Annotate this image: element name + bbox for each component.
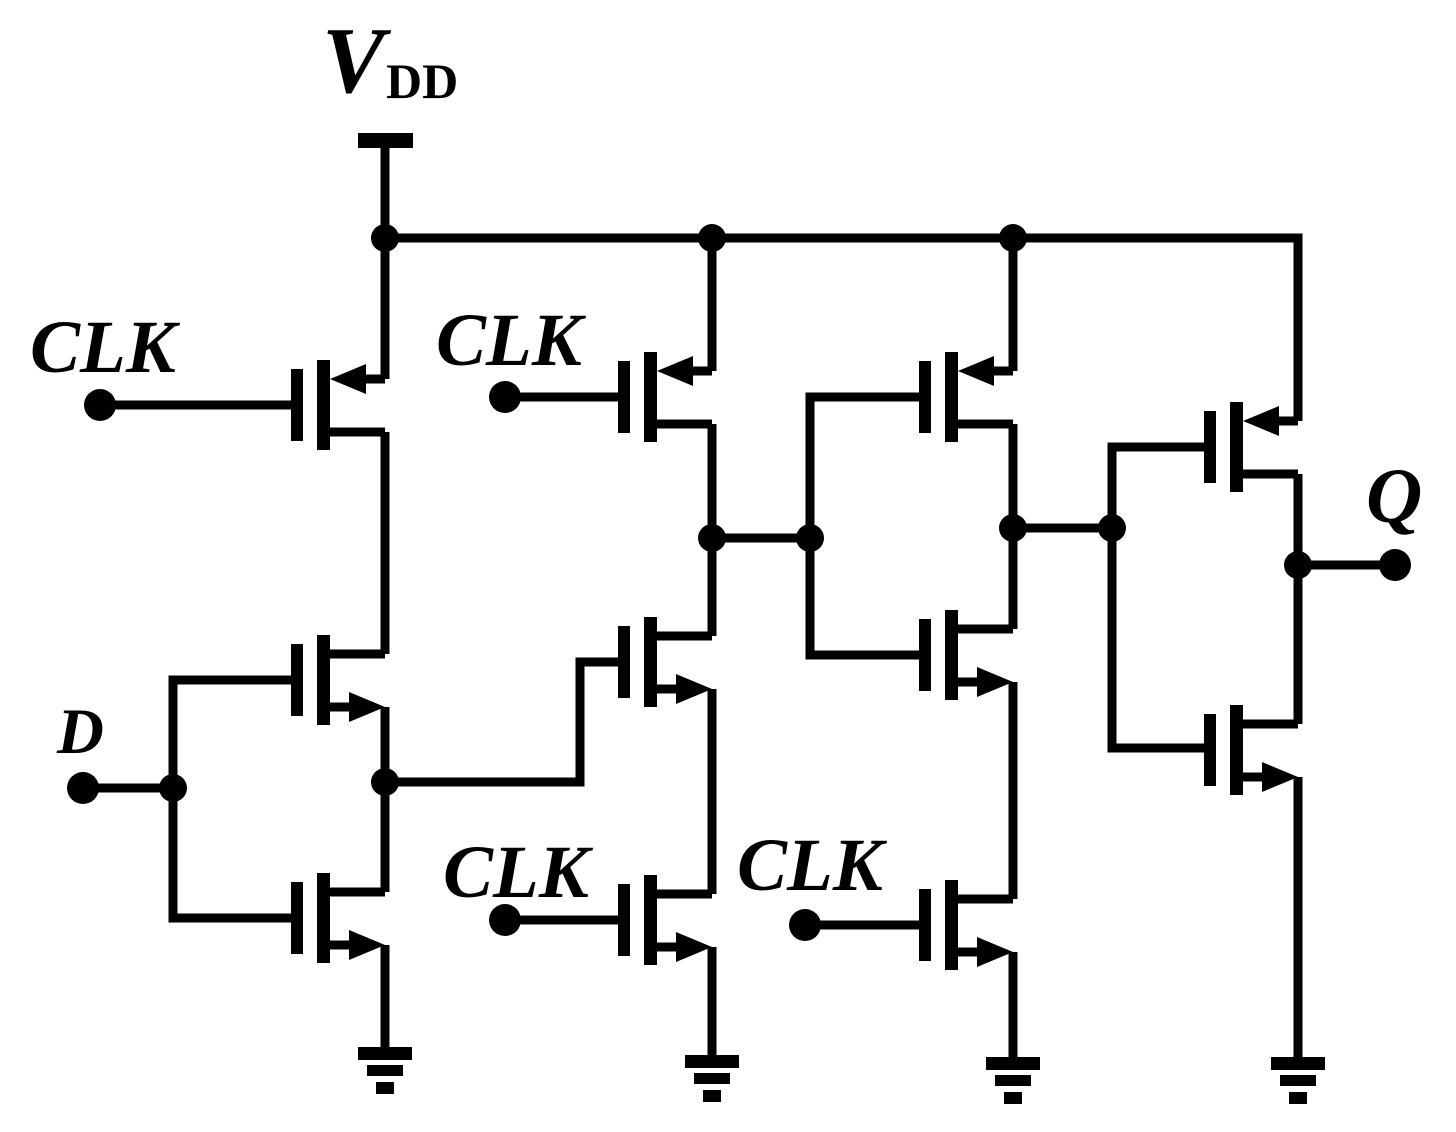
pmos-stage1-clk-transistor xyxy=(291,360,385,450)
junction-dot-node-q xyxy=(1284,551,1312,579)
pmos-stage2-clk-transistor xyxy=(618,352,712,442)
ground-symbol-stage1 xyxy=(358,1047,412,1094)
vdd-power-bar xyxy=(358,133,413,148)
vdd-label-base: V xyxy=(322,9,392,113)
nmos-stage3-clk-bottom-transistor xyxy=(919,880,1013,970)
junction-dot-rail-stage2 xyxy=(698,224,726,252)
nmos-output-transistor xyxy=(1204,705,1298,795)
clk-label-bottom-right: CLK xyxy=(737,824,888,907)
clk-label-bottom-left: CLK xyxy=(443,831,594,914)
pmos-stage3-transistor xyxy=(919,352,1013,442)
nmos-stage2-clk-bottom-transistor xyxy=(618,875,712,965)
ground-symbol-stage3 xyxy=(986,1057,1040,1104)
junction-dot-node-x2-left xyxy=(999,514,1027,542)
terminal-dot-clk-top-left xyxy=(84,389,116,421)
wire-node-x2-to-output-gates xyxy=(1107,442,1204,753)
junction-dot-d-branch xyxy=(159,774,187,802)
wire-node-x2a-to-stage3-gates xyxy=(805,392,919,660)
terminal-dot-q-output xyxy=(1379,549,1411,581)
vdd-label-subscript: DD xyxy=(386,53,458,109)
junction-dot-node-x2a-left xyxy=(698,524,726,552)
terminal-dot-d-input xyxy=(67,772,99,804)
junction-dot-rail-stage3 xyxy=(999,224,1027,252)
wire-node-x1-to-stage2-gate xyxy=(385,657,618,787)
d-input-label: D xyxy=(56,696,104,768)
nmos-stage1-d-upper-transistor xyxy=(291,635,385,725)
junction-dot-node-x1 xyxy=(371,768,399,796)
nmos-stage1-d-lower-transistor xyxy=(291,873,385,963)
clk-label-top-middle: CLK xyxy=(436,299,587,382)
terminal-dot-clk-bottom-left xyxy=(489,904,521,936)
terminal-dot-clk-bottom-right xyxy=(789,909,821,941)
terminal-dot-clk-top-middle xyxy=(489,381,521,413)
wire-d-gate-branch xyxy=(168,675,291,923)
clk-label-top-left: CLK xyxy=(30,306,181,389)
nmos-stage3-middle-transistor xyxy=(919,610,1013,700)
q-output-label: Q xyxy=(1366,452,1422,539)
junction-dot-rail-stage1 xyxy=(371,224,399,252)
ground-symbol-output xyxy=(1271,1057,1325,1104)
nmos-stage2-middle-transistor xyxy=(618,617,712,707)
ground-symbol-stage2 xyxy=(685,1055,739,1102)
pmos-output-transistor xyxy=(1204,402,1298,492)
wire-vdd-rail xyxy=(385,233,1303,421)
junction-dot-node-x2a-right xyxy=(796,524,824,552)
junction-dot-node-x2-right xyxy=(1098,514,1126,542)
